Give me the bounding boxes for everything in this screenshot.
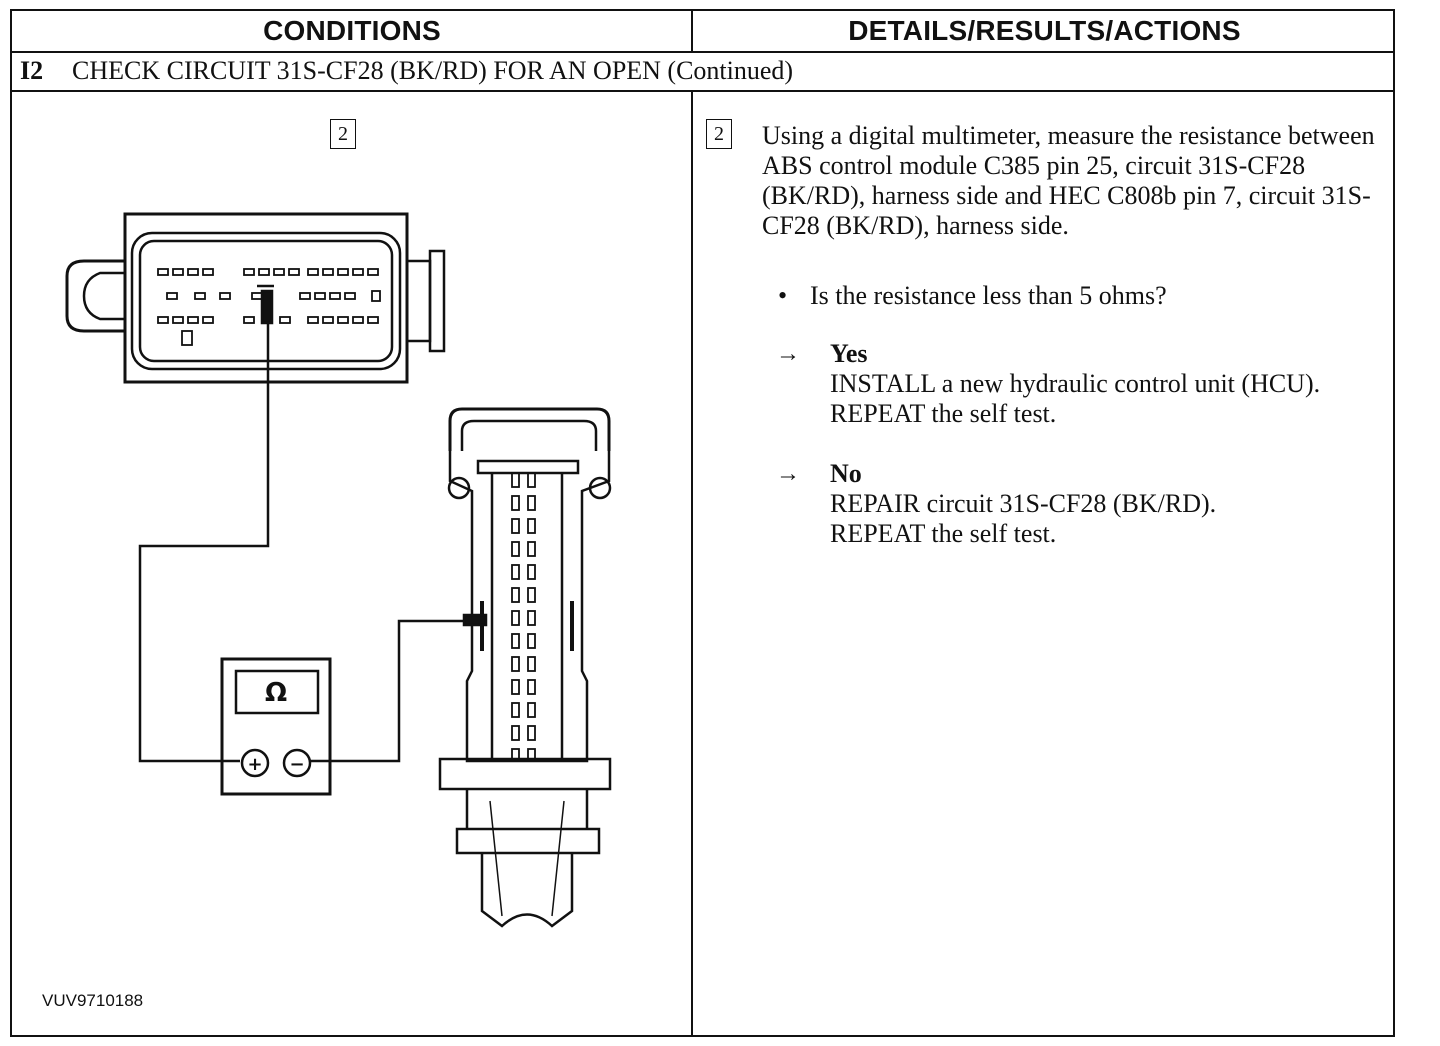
wire-abs-to-meter — [138, 323, 270, 763]
meter-minus: − — [289, 754, 304, 775]
question-text: Is the resistance less than 5 ohms? — [810, 281, 1167, 310]
ohmmeter-icon — [220, 657, 332, 796]
figure-id: VUV9710188 — [42, 991, 144, 1010]
wire-meter-to-hec — [310, 619, 482, 763]
hec-connector-icon — [438, 407, 612, 928]
no-action: REPAIR circuit 31S-CF28 (BK/RD). REPEAT … — [830, 489, 1217, 548]
wiring-diagram: Ω + − — [65, 212, 612, 928]
step-title: CHECK CIRCUIT 31S-CF28 (BK/RD) FOR AN OP… — [72, 55, 794, 85]
question-bullet: • — [778, 281, 788, 310]
meter-symbol: Ω — [265, 678, 287, 708]
yes-label: Yes — [830, 339, 868, 368]
instruction-text: Using a digital multimeter, measure the … — [762, 121, 1375, 240]
table-header: CONDITIONS DETAILS/RESULTS/ACTIONS — [12, 11, 1393, 53]
step-title-row: I2 CHECK CIRCUIT 31S-CF28 (BK/RD) FOR AN… — [12, 51, 1393, 92]
header-divider — [691, 11, 693, 51]
right-step-box: 2 — [706, 119, 732, 149]
column-divider — [691, 92, 693, 1035]
yes-arrow: → — [776, 341, 800, 367]
yes-action: INSTALL a new hydraulic control unit (HC… — [830, 369, 1321, 428]
conditions-header: CONDITIONS — [263, 15, 441, 46]
abs-module-connector-icon — [65, 212, 446, 384]
left-step-box: 2 — [330, 119, 356, 149]
meter-plus: + — [247, 754, 262, 775]
details-header: DETAILS/RESULTS/ACTIONS — [848, 15, 1241, 46]
step-number: I2 — [20, 55, 44, 85]
procedure-table: CONDITIONS DETAILS/RESULTS/ACTIONS I2 CH… — [10, 9, 1395, 1037]
no-arrow: → — [776, 461, 800, 487]
no-label: No — [830, 459, 862, 488]
